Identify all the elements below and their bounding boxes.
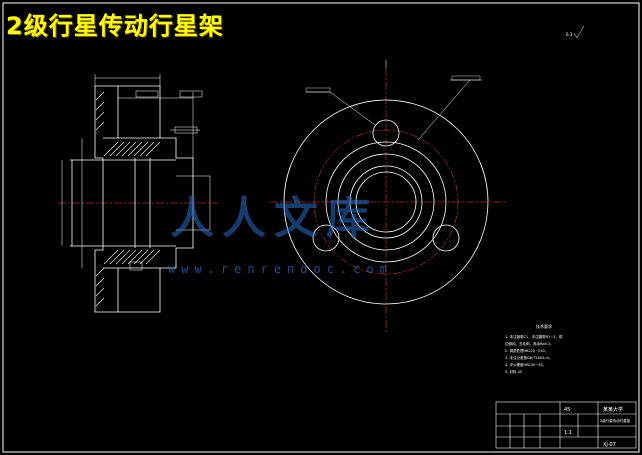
- svg-text:某某大学: 某某大学: [603, 406, 623, 413]
- svg-text:1:1: 1:1: [564, 430, 572, 436]
- tech-requirements: 技术要求 1. 未注倒角C1，未注圆角R1~2，锐 边倒钝，去毛刺，其余Ra6.…: [505, 323, 563, 374]
- watermark-text: 人人文库: [170, 193, 378, 244]
- svg-text:45: 45: [564, 407, 570, 413]
- svg-text:边倒钝，去毛刺，其余Ra6.3。: 边倒钝，去毛刺，其余Ra6.3。: [505, 341, 554, 346]
- roughness-mark: 6.3: [566, 25, 585, 39]
- svg-text:5. 材料 45: 5. 材料 45: [505, 369, 522, 374]
- watermark-url: www.renrendoc.com: [168, 262, 393, 276]
- title-block-text: 某某大学 2级行星传动行星架 XJ-07 45 1:1: [564, 406, 631, 448]
- svg-text:技术要求: 技术要求: [536, 323, 552, 329]
- svg-text:XJ-07: XJ-07: [603, 442, 616, 448]
- svg-text:1. 未注倒角C1，未注圆角R1~2，锐: 1. 未注倒角C1，未注圆角R1~2，锐: [505, 334, 563, 339]
- front-view: [270, 60, 508, 332]
- title-block: [495, 401, 637, 449]
- leader-annotations: [305, 75, 481, 93]
- svg-text:4. 淬火硬度HRC40~45。: 4. 淬火硬度HRC40~45。: [505, 362, 546, 367]
- svg-text:2级行星传动行星架: 2级行星传动行星架: [600, 418, 631, 423]
- drawing-title: 2级行星传动行星架: [6, 12, 224, 40]
- svg-text:6.3: 6.3: [566, 32, 573, 37]
- section-view: [58, 74, 218, 313]
- svg-text:2. 调质处理HB220~250。: 2. 调质处理HB220~250。: [505, 348, 548, 353]
- svg-text:3. 未注公差按GB/T1804-m。: 3. 未注公差按GB/T1804-m。: [505, 355, 552, 360]
